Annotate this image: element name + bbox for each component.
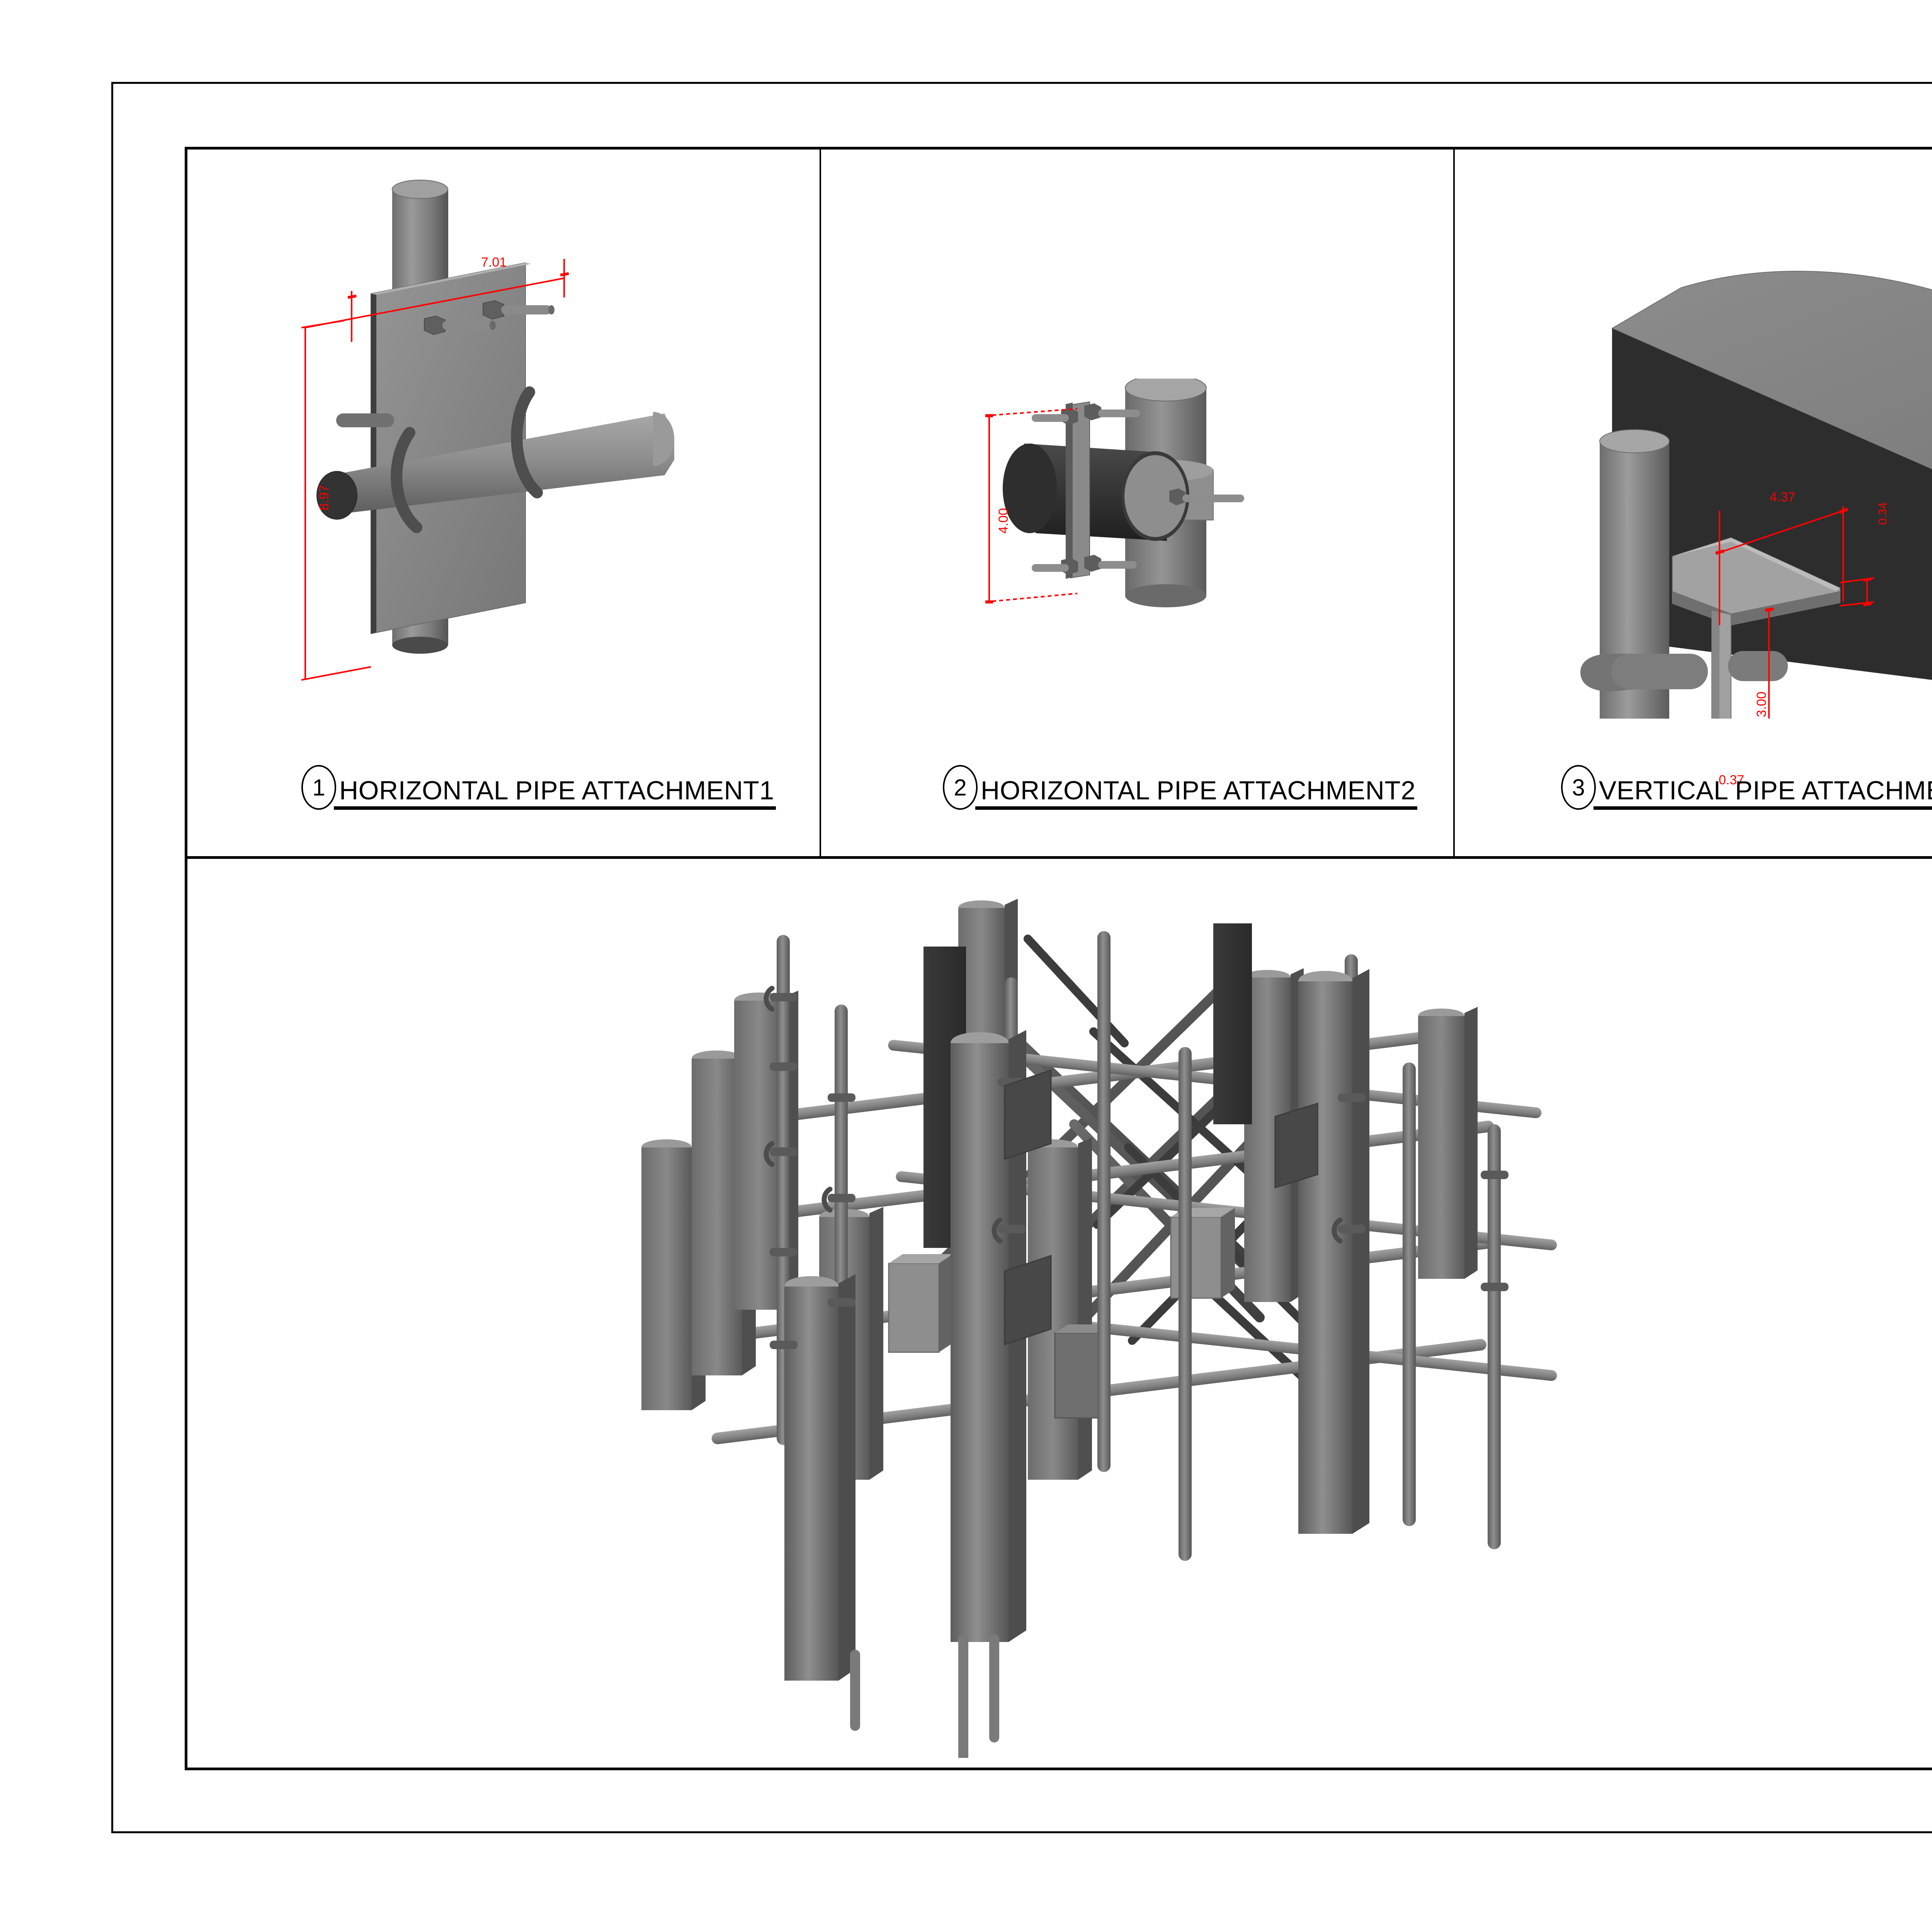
- equipment-box-1: [888, 1254, 953, 1353]
- tower-assembly-3d-view[interactable]: [618, 877, 1932, 1758]
- dimension-label-0-37: 0.37: [1719, 773, 1745, 787]
- clamp-bolt-bottom-right: [1084, 555, 1137, 572]
- hex-bolt-upper-right: [483, 300, 554, 320]
- horizontal-pipe: [316, 412, 674, 520]
- view-caption-3: 3 VERTICAL PIPE ATTACHMENT WITH ANNTENNA: [1561, 765, 1932, 810]
- dimension-label-7-01: 7.01: [481, 255, 507, 270]
- pipe-clamp-hardware: [770, 993, 1509, 1349]
- detail-cell-1[interactable]: [187, 150, 821, 858]
- detail-row-divider: [187, 856, 1932, 859]
- detail-cell-2[interactable]: [821, 150, 1455, 858]
- clamp-bolt-bottom-left: [1032, 558, 1078, 575]
- tower-leg-stubs: [850, 1634, 999, 1758]
- view-number-bubble-1[interactable]: 1: [301, 765, 336, 810]
- dimension-4-00: [985, 408, 1078, 603]
- mounting-plate: [371, 262, 531, 634]
- detail-drawing-3: [1565, 251, 1932, 719]
- view-title-1[interactable]: HORIZONTAL PIPE ATTACHMENT1: [334, 778, 776, 810]
- detail-drawing-2: [974, 379, 1306, 649]
- dimension-0-34: [1840, 577, 1874, 607]
- view-number-bubble-3[interactable]: 3: [1561, 765, 1596, 810]
- horizontal-stub-pipe: [1580, 654, 1708, 692]
- horizontal-pipe-2: [1003, 444, 1189, 541]
- hex-bolt-upper-left: [424, 315, 496, 335]
- dimension-3-00: [1765, 607, 1774, 719]
- clamp-strap: [1066, 401, 1090, 579]
- clamp-bolt-top-left: [1032, 408, 1078, 425]
- detail-drawing-1: [294, 166, 711, 726]
- view-title-3[interactable]: VERTICAL PIPE ATTACHMENT WITH ANNTENNA: [1594, 778, 1932, 810]
- dimension-4-37: [1715, 506, 1849, 625]
- dimension-label-4-00: 4.00: [996, 508, 1011, 534]
- dimension-label-3-00: 3.00: [1754, 692, 1769, 717]
- dimension-label-4-37: 4.37: [1770, 490, 1796, 505]
- pipe-clamp-ubolts: [764, 986, 1343, 1244]
- view-caption-1: 1 HORIZONTAL PIPE ATTACHMENT1: [301, 765, 776, 810]
- mounting-bracket-web: [1711, 610, 1731, 719]
- tower-gusset-plates: [1004, 1069, 1318, 1346]
- sheet-inner-border: [185, 147, 1932, 1770]
- sheet-outer-border: [111, 82, 1932, 1833]
- view-title-2[interactable]: HORIZONTAL PIPE ATTACHMENT2: [975, 778, 1417, 810]
- view-number-bubble-2[interactable]: 2: [943, 765, 978, 810]
- antenna-right-panel: [1213, 923, 1252, 1124]
- dimension-7-01: [305, 259, 569, 342]
- bracket-cross-pipe: [1728, 651, 1788, 681]
- dimension-label-8-97: 8.97: [317, 485, 332, 511]
- u-bolt-clamp-left: [391, 427, 422, 533]
- antenna-far-right: [1418, 1007, 1478, 1279]
- tower-legs: [784, 969, 1369, 1681]
- clamp-bolt-top-right: [1084, 403, 1140, 420]
- dimension-8-97: [301, 320, 371, 681]
- detail-views-row: [187, 150, 1932, 858]
- stub-pipe-left: [336, 413, 394, 427]
- dimension-label-0-34: 0.34: [1876, 502, 1889, 525]
- view-caption-2: 2 HORIZONTAL PIPE ATTACHMENT2: [943, 765, 1417, 810]
- clamp-bolt-mid-right: [1169, 488, 1244, 505]
- u-bolt-clamp-right: [511, 386, 543, 498]
